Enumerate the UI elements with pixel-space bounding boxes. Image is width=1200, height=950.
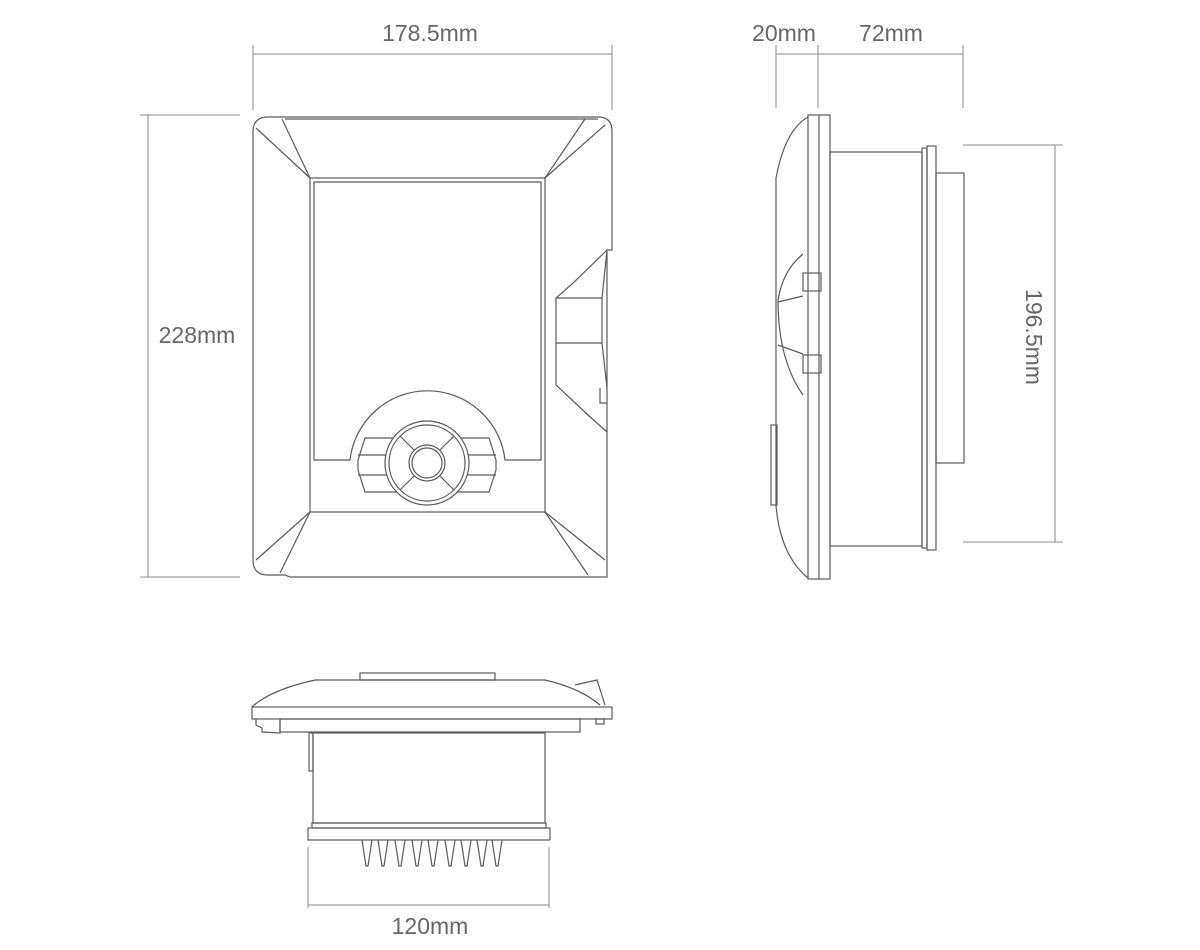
side-depth-dimensions: 20mm 72mm [752,20,964,108]
side-front-depth-label: 20mm [752,20,816,46]
navigation-button [357,420,497,506]
bottom-width-label: 120mm [392,913,469,939]
side-back-depth-label: 72mm [859,20,923,46]
side-view [770,114,965,580]
side-height-dimension: 196.5mm [963,144,1063,543]
front-width-label: 178.5mm [382,20,478,46]
front-height-label: 228mm [159,322,236,348]
side-height-label: 196.5mm [1021,289,1047,385]
front-width-dimension: 178.5mm [252,20,613,110]
bottom-view [251,672,613,867]
bottom-width-dimension: 120mm [307,847,550,939]
front-view [252,116,613,578]
front-height-dimension: 228mm [140,114,240,578]
pins [361,839,503,867]
